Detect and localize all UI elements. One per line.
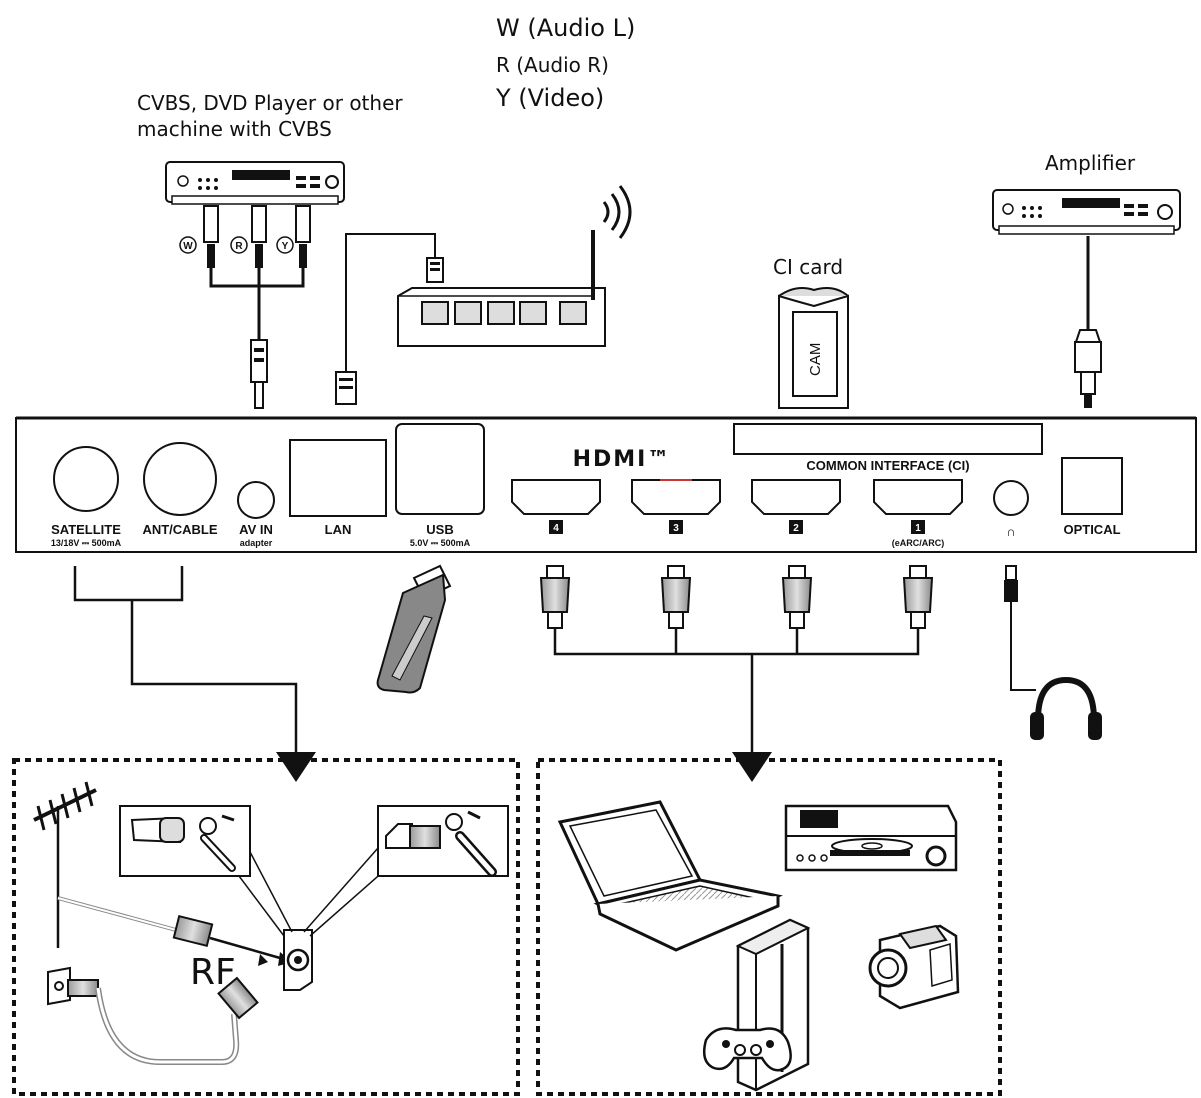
svg-text:2: 2 — [793, 523, 799, 534]
satellite-port — [53, 446, 119, 512]
arrow-down-left-icon — [276, 752, 316, 782]
headphone-cable — [1004, 565, 1036, 691]
hdmi-cable-4 — [539, 565, 571, 629]
audio-l-label: W (Audio L) — [496, 14, 635, 42]
hdmi-cable-3 — [660, 565, 692, 629]
gamepad-icon — [703, 1027, 792, 1072]
av-in-sub-label: adapter — [240, 538, 273, 548]
audio-r-label: R (Audio R) — [496, 53, 609, 77]
cam-label: CAM — [807, 343, 824, 376]
antenna-icon — [33, 781, 97, 948]
rca-letter-r: R — [230, 236, 248, 254]
ant-cable-label: ANT/CABLE — [142, 522, 217, 537]
lan-cable — [335, 233, 444, 405]
headphone-symbol-icon: ∩ — [1006, 524, 1015, 539]
socket-cable — [95, 976, 259, 1065]
connector-detail-left — [119, 805, 251, 877]
rf-socket-icon — [258, 929, 313, 991]
hdmi-port-2: 2 — [751, 479, 841, 534]
usb-port — [395, 423, 485, 515]
satellite-label: SATELLITE — [51, 522, 121, 537]
hdmi-port-4: 4 — [511, 479, 601, 534]
video-label: Y (Video) — [495, 84, 604, 112]
rca-plugs — [203, 205, 311, 409]
hdmi-devices-box — [536, 758, 1002, 1096]
svg-text:R: R — [235, 241, 243, 252]
dvd-player-icon — [165, 161, 345, 205]
wifi-signal-icon — [602, 185, 632, 239]
rca-letter-y: Y — [276, 236, 294, 254]
svg-text:1: 1 — [915, 523, 921, 534]
svg-text:3: 3 — [673, 523, 679, 534]
svg-text:W: W — [183, 241, 193, 252]
arrow-down-right-icon — [732, 752, 772, 782]
ci-card-label: CI card — [773, 255, 843, 279]
router-icon — [397, 230, 606, 347]
hdmi-port-1: 1 — [873, 479, 963, 534]
headphone-port — [993, 480, 1029, 516]
wall-socket-icon — [47, 966, 99, 1006]
amplifier-label: Amplifier — [1045, 151, 1136, 175]
usb-sub-label: 5.0V ⎓ 500mA — [410, 538, 471, 548]
ci-card-icon: CAM — [778, 287, 849, 409]
hdmi1-sub-label: (eARC/ARC) — [892, 538, 945, 548]
optical-label: OPTICAL — [1063, 522, 1120, 537]
lan-label: LAN — [325, 522, 352, 537]
ci-slot — [733, 423, 1043, 455]
hdmi-cable-2 — [781, 565, 813, 629]
amplifier-icon — [992, 189, 1181, 235]
common-interface-label: COMMON INTERFACE (CI) — [806, 458, 969, 473]
antenna-feed-lines — [73, 566, 298, 752]
hdmi-port-3: 3 — [631, 479, 721, 534]
svg-text:4: 4 — [553, 523, 559, 534]
headphones-icon — [1030, 676, 1102, 740]
ant-cable-port — [143, 442, 217, 516]
antenna-setup-box — [12, 758, 520, 1096]
connector-detail-right — [377, 805, 509, 877]
cvbs-label-line1: CVBS, DVD Player or other — [137, 91, 403, 115]
av-in-port — [237, 481, 275, 519]
optical-port — [1061, 457, 1123, 515]
lan-port — [289, 439, 387, 517]
rca-letter-w: W — [179, 236, 197, 254]
usb-label: USB — [426, 522, 453, 537]
hdmi-bus-lines — [553, 628, 920, 752]
cvbs-label-line2: machine with CVBS — [137, 117, 332, 141]
laptop-icon — [557, 800, 783, 952]
av-in-label: AV IN — [239, 522, 273, 537]
hdmi-logo: HDMI™ — [573, 447, 672, 472]
antenna-cable — [57, 896, 292, 966]
dvd-recorder-icon — [784, 804, 958, 872]
usb-stick-icon — [376, 564, 452, 694]
optical-cable — [1074, 236, 1102, 408]
svg-text:Y: Y — [282, 241, 289, 252]
satellite-sub-label: 13/18V ⎓ 500mA — [51, 538, 122, 548]
hdmi-cable-1 — [902, 565, 934, 629]
camcorder-icon — [868, 924, 960, 1010]
rf-label: RF — [190, 952, 236, 993]
